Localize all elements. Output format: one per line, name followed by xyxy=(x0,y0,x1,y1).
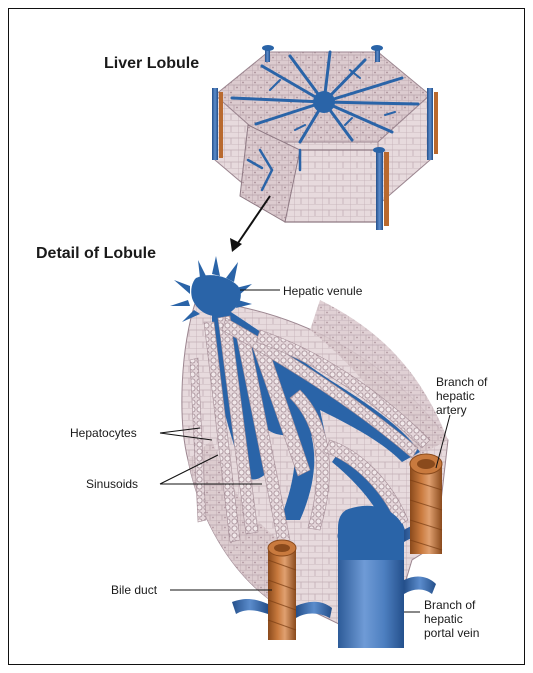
zoom-arrow xyxy=(230,196,270,252)
heading-detail-of-lobule: Detail of Lobule xyxy=(36,245,156,263)
label-sinusoids: Sinusoids xyxy=(86,477,138,491)
label-hepatic-artery-line-1: Branch of xyxy=(436,375,487,389)
label-portal-vein-line-3: portal vein xyxy=(424,626,479,640)
label-portal-vein-line-1: Branch of xyxy=(424,598,479,612)
detail-lobule xyxy=(170,256,448,648)
label-hepatic-artery: Branch of hepatic artery xyxy=(436,375,487,417)
liver-lobule-block xyxy=(212,45,438,230)
central-vein xyxy=(313,91,335,113)
label-hepatic-artery-line-3: artery xyxy=(436,403,487,417)
hepatic-artery-branch xyxy=(410,454,442,554)
label-hepatocytes: Hepatocytes xyxy=(70,426,137,440)
label-hepatic-artery-line-2: hepatic xyxy=(436,389,487,403)
label-hepatic-portal-vein: Branch of hepatic portal vein xyxy=(424,598,479,640)
heading-liver-lobule: Liver Lobule xyxy=(104,55,199,73)
label-bile-duct: Bile duct xyxy=(111,583,157,597)
label-portal-vein-line-2: hepatic xyxy=(424,612,479,626)
label-hepatic-venule: Hepatic venule xyxy=(283,284,362,298)
